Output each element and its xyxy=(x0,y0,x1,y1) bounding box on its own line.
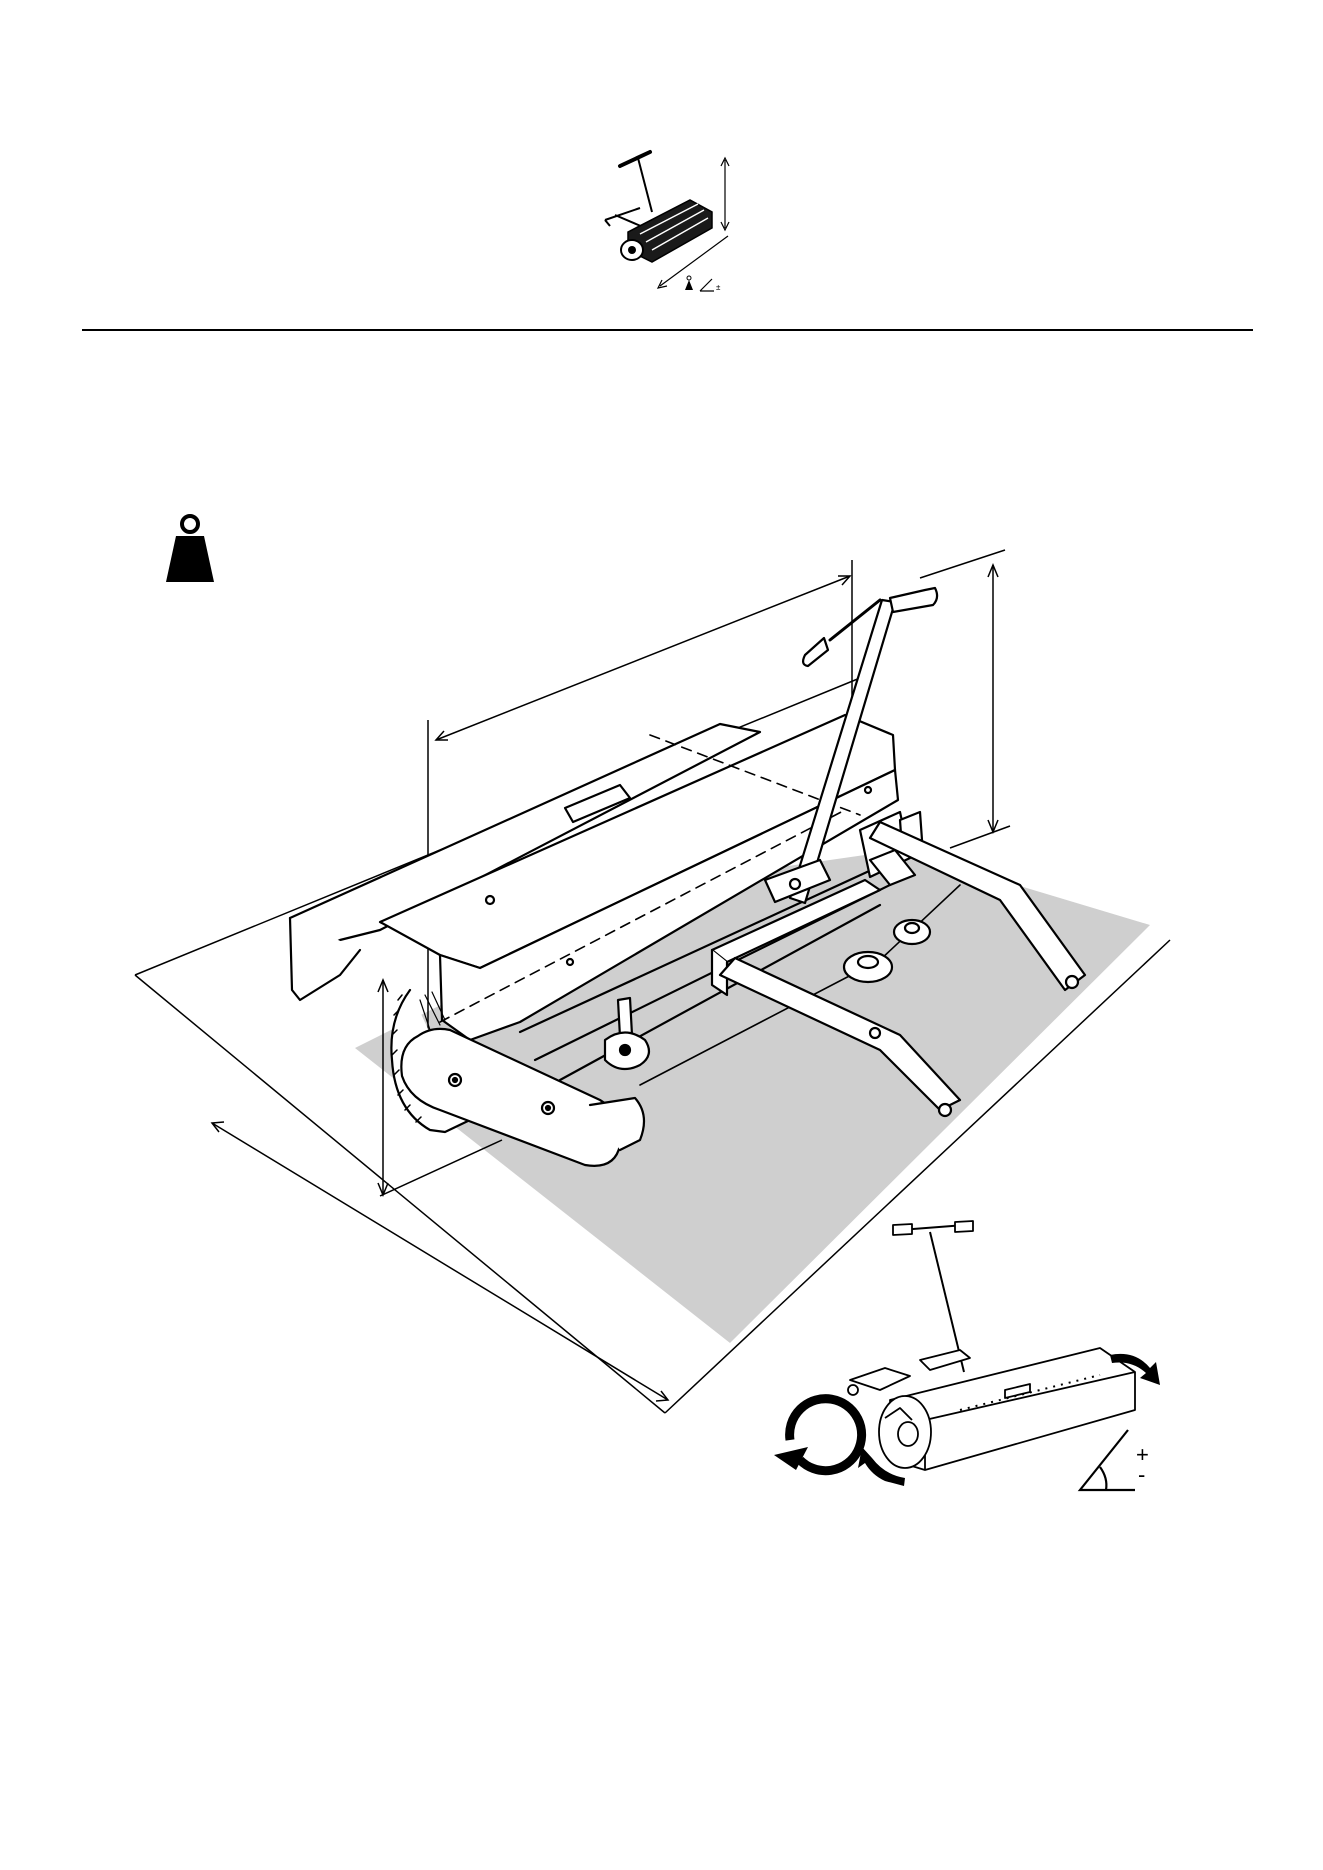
angle-adjust-icon xyxy=(1080,1430,1135,1490)
small-machine-detail xyxy=(848,1221,1135,1470)
machine-thumbnail-icon: ± xyxy=(605,152,729,292)
angle-minus-sign: - xyxy=(1138,1462,1145,1487)
rotation-direction-icon xyxy=(774,1399,862,1471)
svg-text:±: ± xyxy=(716,283,721,292)
weight-icon xyxy=(166,516,214,582)
